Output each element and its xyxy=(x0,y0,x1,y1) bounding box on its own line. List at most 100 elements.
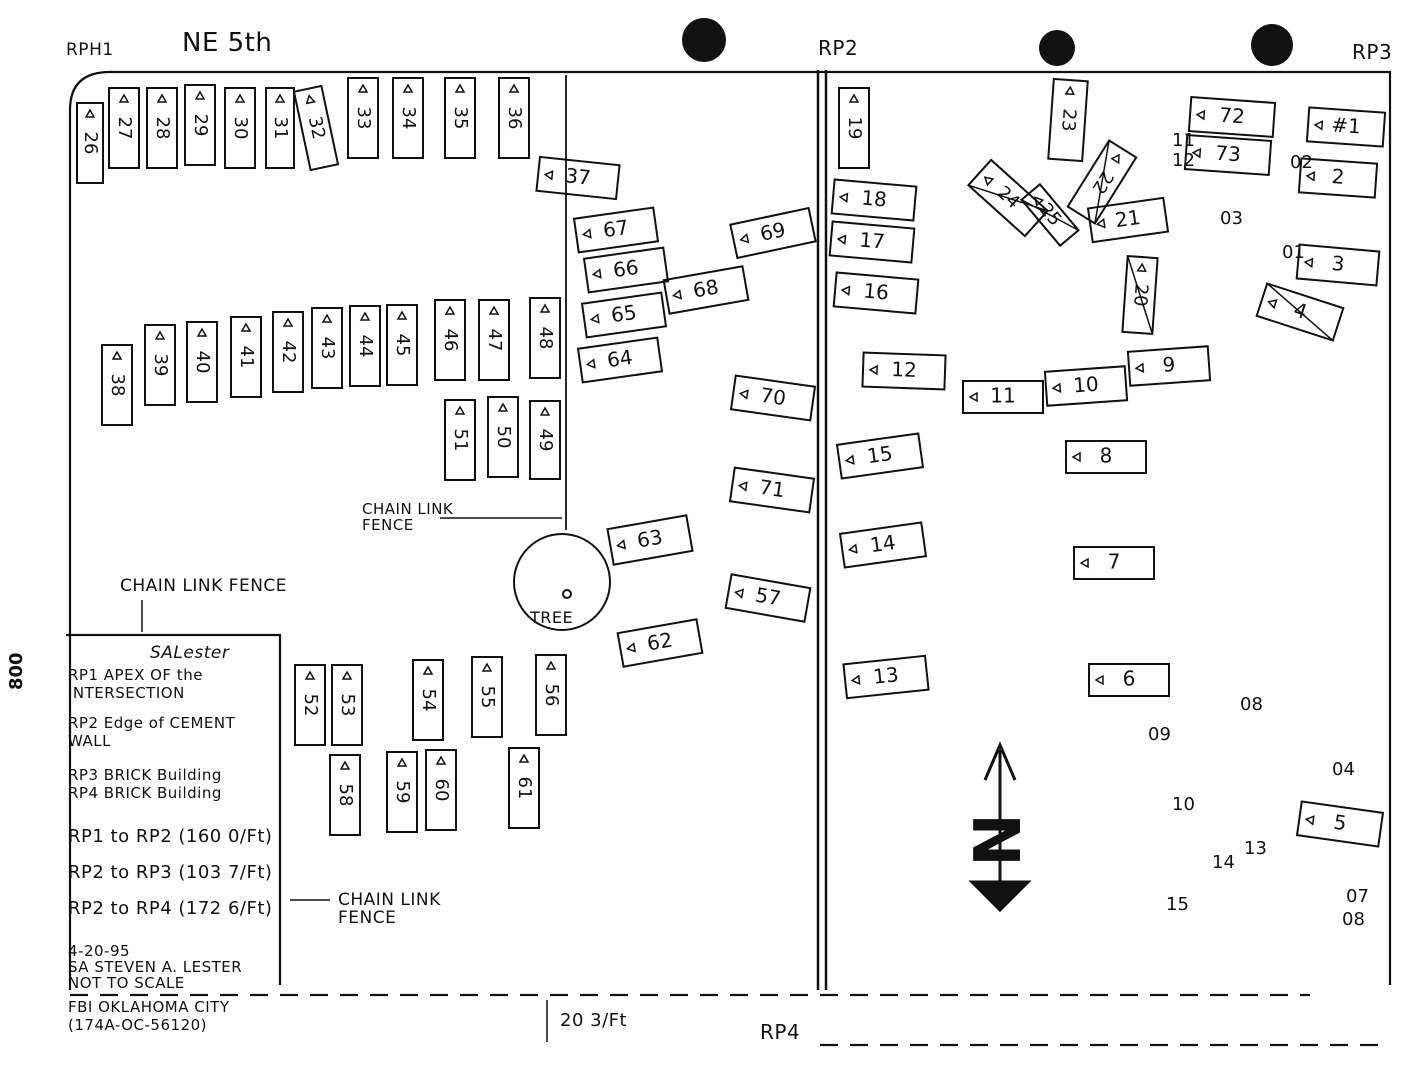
direction-triangle-icon xyxy=(737,481,748,492)
vehicle-outline xyxy=(1126,345,1212,387)
vehicle-outline xyxy=(1086,196,1170,244)
legend-line: NOT TO SCALE xyxy=(68,974,185,992)
vehicle-outline xyxy=(444,77,476,159)
vehicle-14: 14 xyxy=(838,521,928,569)
vehicle-37: 37 xyxy=(535,155,621,201)
evidence-mark: 10 xyxy=(1172,794,1195,815)
vehicle-outline xyxy=(529,297,561,379)
vehicle-outline xyxy=(729,374,817,422)
direction-triangle-icon xyxy=(983,176,995,187)
vehicle-number: 60 xyxy=(431,779,452,802)
vehicle-number: 66 xyxy=(612,255,641,282)
direction-triangle-icon xyxy=(847,543,858,554)
vehicle-cross-mark xyxy=(1021,199,1079,231)
evidence-mark: 15 xyxy=(1166,894,1189,915)
evidence-mark: 08 xyxy=(1240,694,1263,715)
direction-triangle-icon xyxy=(968,391,978,403)
vehicle-7: 7 xyxy=(1073,546,1155,580)
direction-triangle-icon xyxy=(339,760,351,770)
vehicle-outline xyxy=(329,754,361,836)
direction-triangle-icon xyxy=(422,665,434,675)
direction-triangle-icon xyxy=(154,330,166,340)
direction-triangle-icon xyxy=(1313,120,1324,131)
vehicle-23: 23 xyxy=(1047,77,1089,163)
direction-triangle-icon xyxy=(589,313,600,324)
vehicle-outline xyxy=(224,87,256,169)
vehicle-number: 71 xyxy=(758,475,787,502)
vehicle-number: 7 xyxy=(1108,550,1121,574)
vehicle-outline xyxy=(1305,106,1387,148)
rp2-label: RP2 xyxy=(818,36,859,60)
direction-triangle-icon xyxy=(543,170,554,181)
vehicle-outline xyxy=(347,77,379,159)
vehicle-10: 10 xyxy=(1043,365,1129,407)
vehicle-outline xyxy=(830,178,918,222)
vehicle-outline xyxy=(838,87,870,169)
vehicle-55: 55 xyxy=(471,656,503,738)
vehicle-number: 10 xyxy=(1072,372,1099,398)
page-side-number: 800 xyxy=(6,652,27,690)
direction-triangle-icon xyxy=(111,350,123,360)
vehicle-outline xyxy=(861,351,947,391)
vehicle-number: 13 xyxy=(872,662,900,689)
vehicle-outline xyxy=(386,304,418,386)
direction-triangle-icon xyxy=(848,93,860,103)
vehicle-50: 50 xyxy=(487,396,519,478)
north-arrow-icon xyxy=(968,741,1032,913)
legend-line: RP4 BRICK Building xyxy=(68,784,222,802)
direction-triangle-icon xyxy=(1267,299,1278,310)
direction-triangle-icon xyxy=(1051,382,1062,394)
vehicle-outline xyxy=(1043,365,1129,407)
vehicle-number: 3 xyxy=(1331,251,1346,276)
fence-label-top: CHAIN LINK FENCE xyxy=(362,500,454,534)
vehicle-number: 39 xyxy=(150,354,171,377)
direction-triangle-icon xyxy=(304,670,316,680)
vehicle-number: 29 xyxy=(190,114,211,137)
vehicle-number: 53 xyxy=(337,694,358,717)
tree-label: TREE xyxy=(530,608,574,627)
vehicle-25: 25 xyxy=(1020,182,1080,248)
vehicle-number: 51 xyxy=(450,429,471,452)
vehicle-number: #1 xyxy=(1331,113,1362,139)
vehicle-71: 71 xyxy=(728,466,816,514)
vehicle-outline xyxy=(412,659,444,741)
direction-triangle-icon xyxy=(1136,262,1147,273)
vehicle-58: 58 xyxy=(329,754,361,836)
vehicle-number: 41 xyxy=(236,346,257,369)
vehicle-outline xyxy=(580,291,668,339)
legend-line: RP3 BRICK Building xyxy=(68,766,222,784)
vehicle-number: 68 xyxy=(691,274,720,302)
vehicle-number: 36 xyxy=(504,107,525,130)
vehicle-number: 6 xyxy=(1123,667,1136,691)
legend-line: RP1 to RP2 (160 0/Ft) xyxy=(68,826,273,847)
vehicle-number: 35 xyxy=(450,107,471,130)
vehicle-54: 54 xyxy=(412,659,444,741)
direction-triangle-icon xyxy=(274,93,286,103)
vehicle-outline xyxy=(1065,440,1147,474)
vehicle-outline xyxy=(529,400,561,480)
direction-triangle-icon xyxy=(539,303,551,313)
tree-icon xyxy=(513,533,611,631)
direction-triangle-icon xyxy=(234,93,246,103)
vehicle-13: 13 xyxy=(842,654,930,700)
vehicle-3: 3 xyxy=(1295,243,1381,287)
vehicle-number: 27 xyxy=(114,117,135,140)
vehicle-57: 57 xyxy=(724,573,812,623)
vehicle-6: 6 xyxy=(1088,663,1170,697)
vehicle-outline xyxy=(535,654,567,736)
vehicle-outline xyxy=(146,87,178,169)
vehicle-40: 40 xyxy=(186,321,218,403)
legend-box-border xyxy=(66,633,282,985)
direction-triangle-icon xyxy=(118,93,130,103)
vehicle-38: 38 xyxy=(101,344,133,426)
direction-triangle-icon xyxy=(838,192,849,203)
direction-triangle-icon xyxy=(435,755,447,765)
vehicle-number: 50 xyxy=(493,426,514,449)
direction-triangle-icon xyxy=(1195,109,1206,121)
fence-label-left: CHAIN LINK FENCE xyxy=(120,576,288,596)
vehicle-15: 15 xyxy=(835,432,925,480)
vehicle-outline xyxy=(425,749,457,831)
legend-line: SA STEVEN A. LESTER xyxy=(68,958,243,976)
vehicle-41: 41 xyxy=(230,316,262,398)
direction-triangle-icon xyxy=(1034,196,1045,207)
